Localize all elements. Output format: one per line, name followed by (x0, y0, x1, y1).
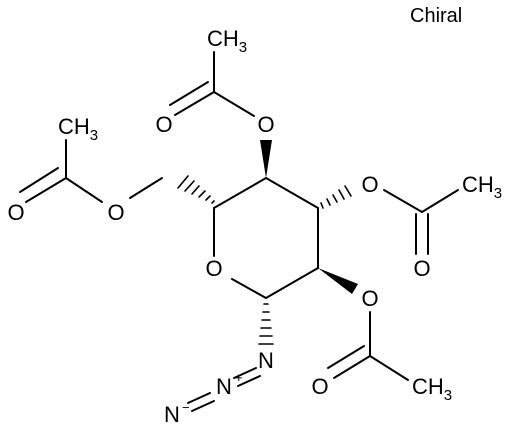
ring-oxygen-label: O (205, 256, 222, 281)
ester-oxygen-c2-label: O (361, 286, 378, 311)
wedge-bond-c2-o2 (318, 268, 358, 294)
bond-o3-acyl (383, 189, 423, 213)
hash-bond-c5-c6 (177, 175, 215, 204)
bond-carbonyl-c2-a (333, 355, 371, 379)
bond-o4-acyl (213, 91, 255, 117)
bond-c2-c1 (265, 267, 319, 299)
azide-n2-label: N (216, 374, 232, 399)
azide-n1-label: N (258, 348, 274, 373)
carbonyl-oxygen-c3-label: O (413, 256, 430, 281)
bond-o6-acyl (65, 177, 103, 203)
bond-c1-oring (231, 278, 267, 299)
bond-carbonyl-c6-a (25, 177, 67, 203)
hash-bond-c1-n1 (258, 303, 274, 345)
carbonyl-oxygen-c6-label: O (7, 200, 24, 225)
ester-oxygen-c3-label: O (361, 172, 378, 197)
bond-c4-c3 (265, 177, 319, 209)
bond-carbonyl-c4-a (174, 91, 215, 116)
azide-n3-label: N (164, 402, 180, 427)
methyl-c4-label: CH3 (207, 26, 247, 56)
bond-c6-o6 (129, 177, 163, 199)
methyl-c2-label: CH3 (412, 374, 452, 404)
bond-acyl-methyl-c2 (369, 355, 409, 381)
bond-n1-n2-b (237, 375, 261, 387)
bond-n2-n3-a (187, 392, 211, 404)
bond-carbonyl-c4-b (169, 81, 209, 106)
bond-n1-n2-a (233, 367, 257, 379)
methyl-c6-label: CH3 (58, 114, 98, 144)
wedge-bond-c4-o4 (260, 140, 272, 178)
bond-acyl-methyl-c3 (421, 189, 459, 213)
ester-oxygen-c6-label: O (107, 200, 124, 225)
methyl-c3-label: CH3 (462, 172, 502, 202)
bond-carbonyl-c6-b (19, 167, 59, 193)
carbonyl-oxygen-c2-label: O (311, 374, 328, 399)
bond-c5-c4 (213, 177, 267, 209)
azide-n3-charge: − (182, 400, 190, 415)
bond-carbonyl-c2-b (327, 345, 365, 369)
ester-oxygen-c4-label: O (257, 112, 274, 137)
bond-n2-n3-b (191, 400, 215, 412)
azide-n2-charge: + (235, 370, 243, 385)
carbonyl-oxygen-c4-label: O (155, 112, 172, 137)
hash-bond-c3-o3 (320, 185, 352, 209)
chiral-label: Chiral (410, 5, 462, 27)
